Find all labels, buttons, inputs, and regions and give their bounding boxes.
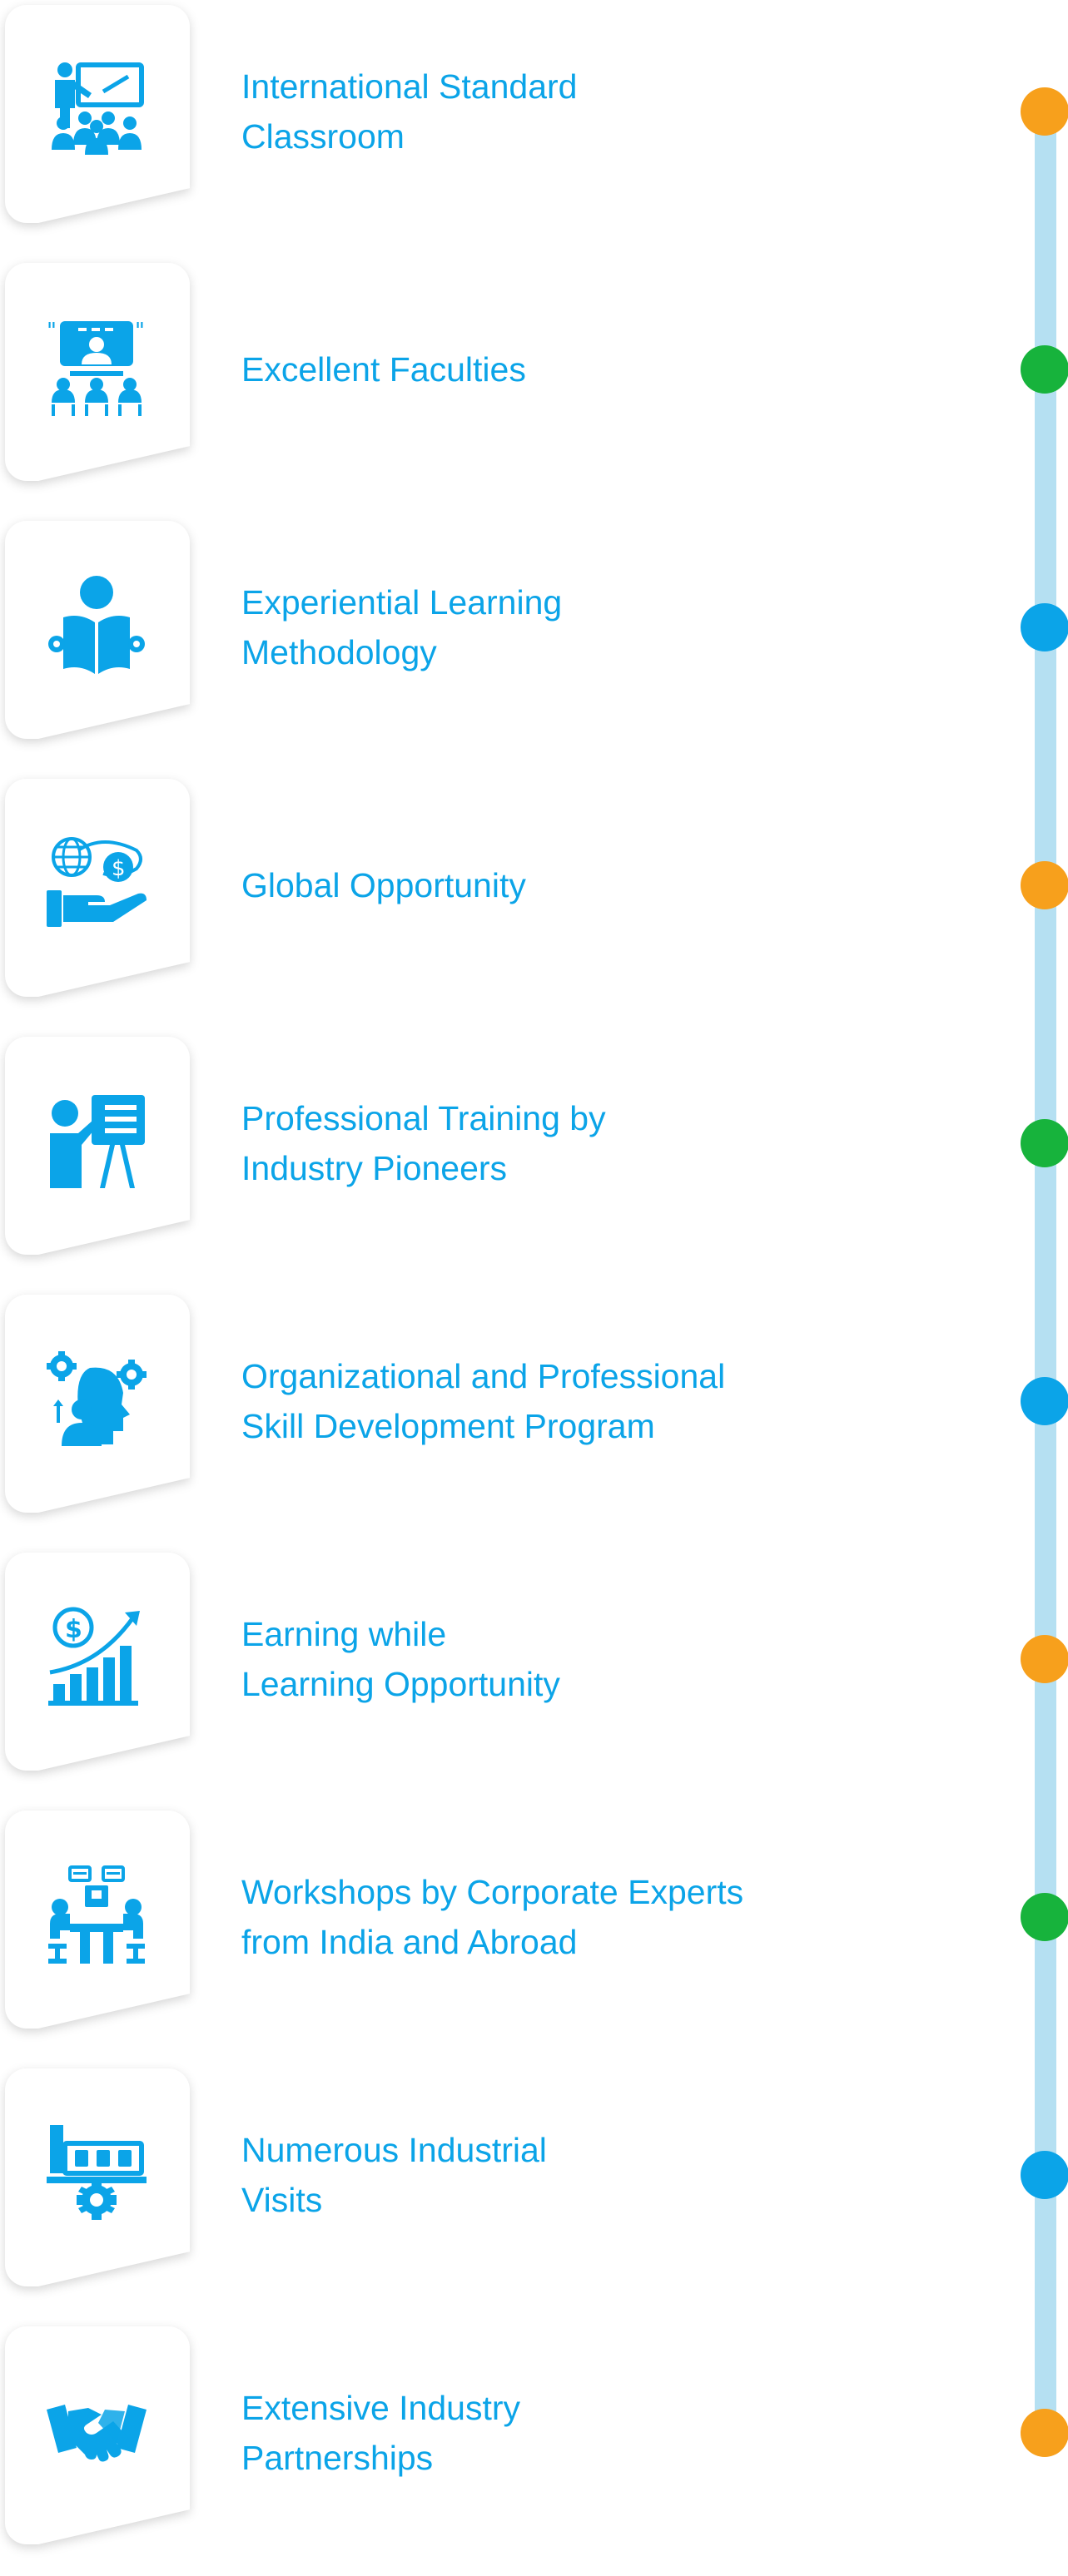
timeline-dot-blue (1021, 1377, 1068, 1425)
feature-item: International Standard Classroom (0, 0, 1068, 255)
timeline-dot-green (1021, 1893, 1068, 1941)
feature-title: Extensive Industry Partnerships (241, 2389, 520, 2477)
factory-gear-icon (45, 2122, 148, 2225)
timeline-dot-orange (1021, 87, 1068, 136)
timeline-dot-green (1021, 1119, 1068, 1167)
feature-title: Professional Training by Industry Pionee… (241, 1099, 606, 1187)
feature-item: Workshops by Corporate Experts from Indi… (0, 1806, 1068, 2060)
dollar-growth-chart-icon: $ (45, 1606, 148, 1709)
feature-item: Numerous Industrial Visits (0, 2063, 1068, 2318)
feature-item: $ Global Opportunity (0, 774, 1068, 1028)
icon-card (5, 5, 190, 223)
feature-item: " " Excellent Faculties (0, 258, 1068, 513)
reading-person-icon (45, 574, 148, 677)
icon-card (5, 521, 190, 739)
icon-card (5, 2326, 190, 2544)
icon-card (5, 1295, 190, 1513)
head-gears-icon (45, 1348, 148, 1451)
globe-hand-coin-icon: $ (45, 832, 148, 935)
icon-card-background (5, 779, 190, 997)
icon-card: $ (5, 1553, 190, 1771)
icon-card: $ (5, 779, 190, 997)
icon-card-background (5, 5, 190, 223)
feature-title: Global Opportunity (241, 866, 526, 904)
meeting-table-icon (45, 1864, 148, 1967)
timeline-dot-orange (1021, 861, 1068, 909)
feature-title: Excellent Faculties (241, 350, 526, 389)
timeline-dot-blue (1021, 603, 1068, 651)
feature-item: Organizational and Professional Skill De… (0, 1290, 1068, 1544)
svg-text:": " (135, 319, 145, 344)
icon-card (5, 1037, 190, 1255)
icon-card (5, 2068, 190, 2286)
feature-item: $ Earning while Learning Opportunity (0, 1548, 1068, 1802)
svg-text:$: $ (65, 1615, 82, 1644)
timeline-dot-orange (1021, 2409, 1068, 2457)
svg-text:": " (47, 319, 57, 344)
feature-title: Workshops by Corporate Experts from Indi… (241, 1873, 744, 1961)
handshake-icon (45, 2380, 148, 2483)
timeline-dot-orange (1021, 1635, 1068, 1683)
icon-card-background (5, 1553, 190, 1771)
svg-text:$: $ (112, 856, 126, 881)
icon-card-background (5, 521, 190, 739)
icon-card (5, 1811, 190, 2029)
timeline-dot-blue (1021, 2151, 1068, 2199)
presenter-board-icon (45, 1090, 148, 1193)
classroom-icon (45, 58, 148, 161)
icon-card-background (5, 1811, 190, 2029)
feature-title: Experiential Learning Methodology (241, 583, 563, 671)
feature-title: International Standard Classroom (241, 67, 578, 156)
feature-title: Earning while Learning Opportunity (241, 1615, 560, 1703)
faculty-icon: " " (45, 316, 148, 419)
icon-card: " " (5, 263, 190, 481)
timeline-line (1035, 110, 1056, 2431)
feature-title: Numerous Industrial Visits (241, 2131, 547, 2219)
timeline-dot-green (1021, 345, 1068, 394)
feature-item: Professional Training by Industry Pionee… (0, 1032, 1068, 1286)
feature-item: Extensive Industry Partnerships (0, 2321, 1068, 2576)
icon-card-background (5, 1037, 190, 1255)
feature-title: Organizational and Professional Skill De… (241, 1357, 726, 1445)
feature-item: Experiential Learning Methodology (0, 516, 1068, 770)
